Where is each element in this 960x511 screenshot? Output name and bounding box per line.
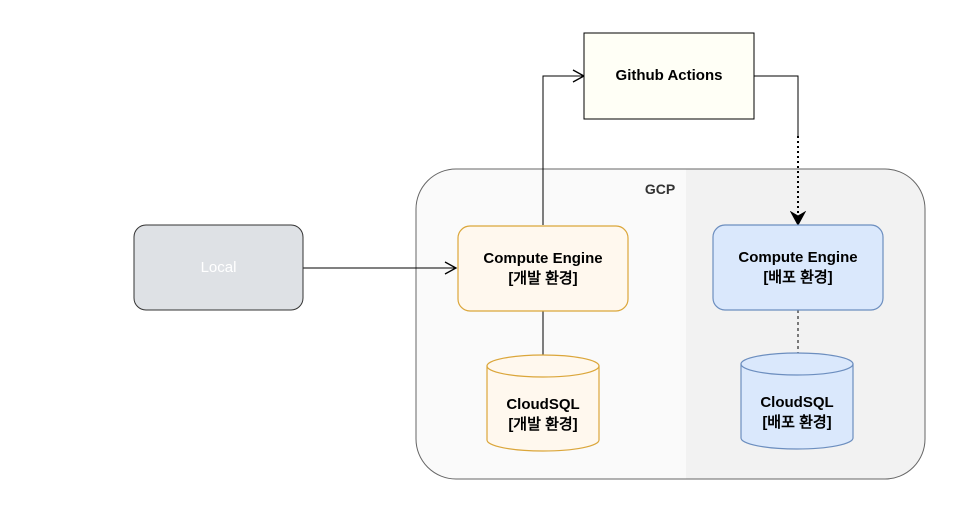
edge-github-to-compute-prod (754, 75, 799, 136)
compute-engine-dev-node[interactable] (457, 225, 629, 312)
edge-compute-dev-to-github (542, 69, 586, 225)
local-node[interactable] (133, 224, 304, 311)
compute-engine-prod-node[interactable] (712, 224, 884, 311)
cloudsql-prod-node[interactable] (740, 352, 854, 450)
cloudsql-dev-node[interactable] (486, 354, 600, 452)
github-actions-node[interactable] (583, 32, 755, 120)
